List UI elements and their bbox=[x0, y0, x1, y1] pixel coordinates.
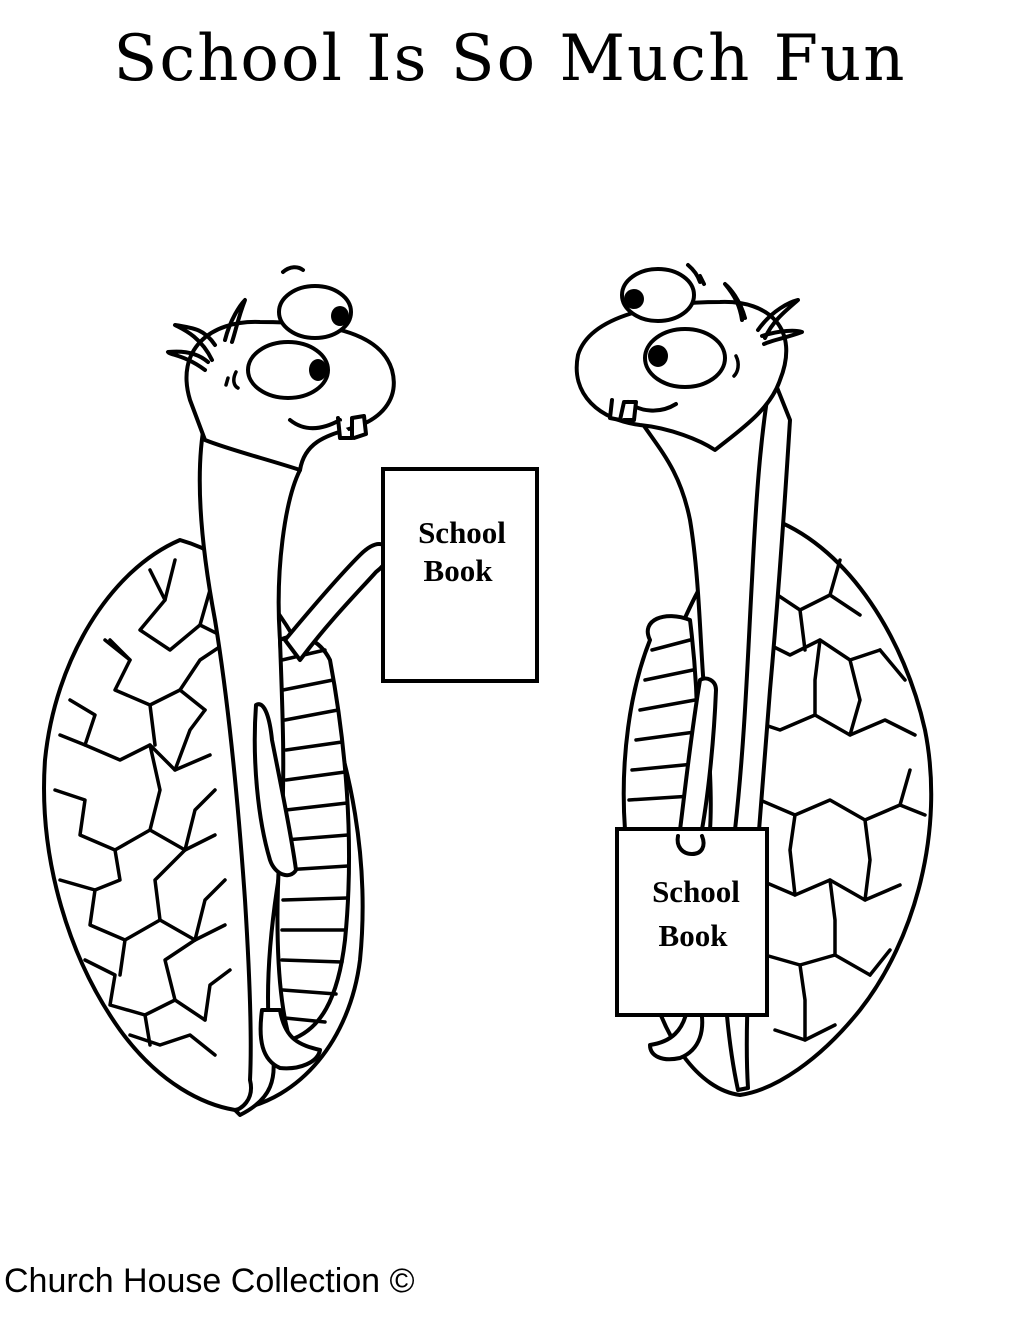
right-turtle-teeth bbox=[608, 398, 638, 422]
right-book-line1: School bbox=[652, 874, 740, 909]
left-turtle-pupil-front bbox=[309, 359, 327, 381]
left-book-line1: School bbox=[418, 515, 506, 550]
left-turtle-mouth bbox=[288, 418, 342, 431]
left-turtle-hair bbox=[166, 298, 247, 372]
right-turtle-eye-front bbox=[643, 327, 727, 389]
right-turtle-neck bbox=[638, 378, 772, 832]
right-turtle-pupil-back bbox=[624, 289, 644, 309]
left-turtle-arm-down bbox=[252, 702, 298, 878]
copyright-credit: Church House Collection © bbox=[4, 1262, 415, 1300]
left-turtle-brow2 bbox=[224, 370, 240, 390]
right-turtle-pupil-front bbox=[648, 345, 668, 367]
right-turtle-eye-back bbox=[620, 267, 696, 323]
left-turtle bbox=[42, 265, 396, 1117]
left-turtle-foot bbox=[258, 1008, 322, 1071]
right-turtle-cheek bbox=[732, 354, 740, 378]
page-title: School Is So Much Fun bbox=[113, 22, 907, 96]
right-turtle-hair bbox=[723, 282, 804, 346]
left-turtle-arm bbox=[283, 542, 391, 662]
right-shell-pattern bbox=[748, 558, 927, 1042]
left-turtle-eye-back bbox=[277, 284, 353, 340]
left-belly-stripes bbox=[280, 648, 350, 1024]
left-book-line2: Book bbox=[424, 553, 494, 588]
right-turtle-brow bbox=[686, 263, 706, 286]
right-school-book: School Book bbox=[615, 827, 769, 1017]
right-belly-stripes bbox=[627, 638, 697, 802]
left-turtle-brow bbox=[281, 265, 305, 274]
right-turtle-fingers bbox=[675, 834, 706, 856]
left-turtle-pupil-back bbox=[331, 306, 349, 326]
right-book-line2: Book bbox=[659, 918, 729, 953]
left-school-book: School Book bbox=[381, 467, 539, 683]
left-turtle-teeth bbox=[336, 414, 368, 440]
left-turtle-eye-front bbox=[246, 340, 330, 400]
right-turtle-foot bbox=[648, 1003, 705, 1062]
